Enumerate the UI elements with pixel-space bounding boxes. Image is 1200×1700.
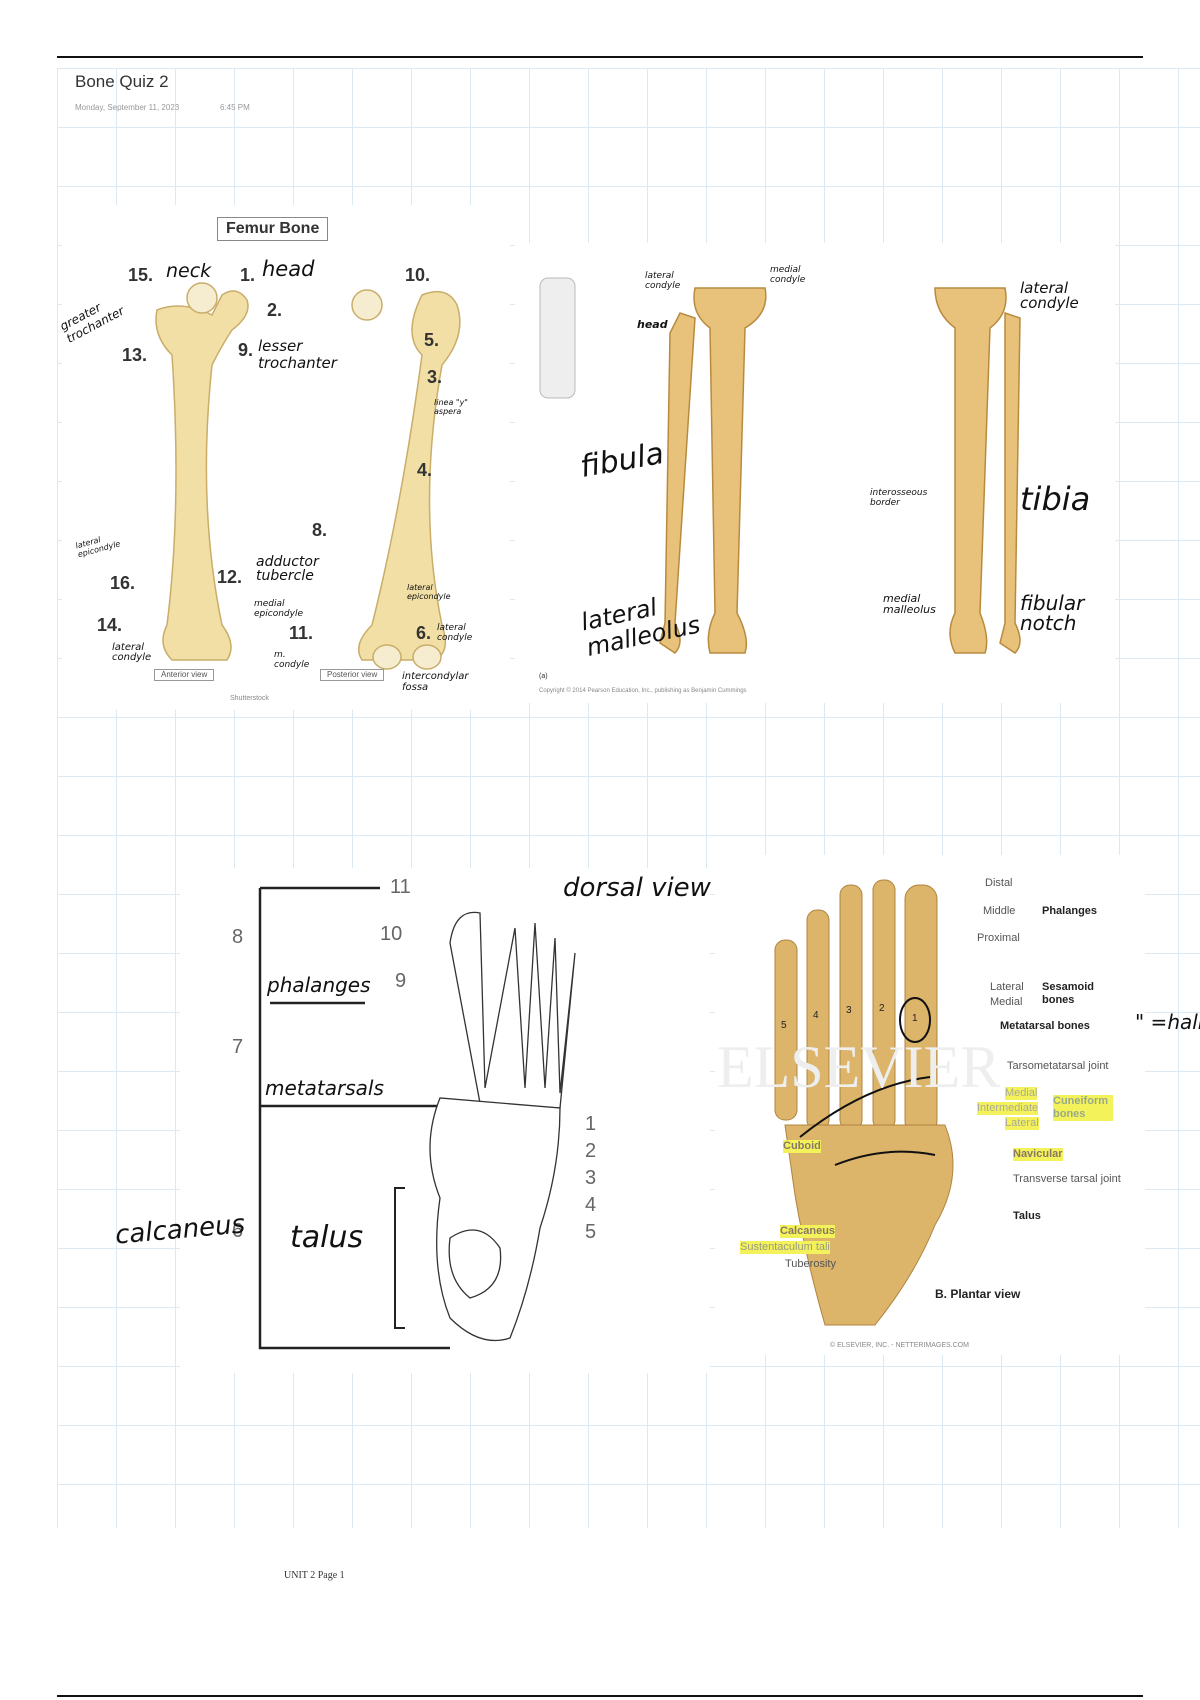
femur-number: 9. [238, 340, 254, 360]
toe-number: 9 [395, 970, 407, 992]
page-title: Bone Quiz 2 [75, 72, 169, 91]
bottom-rule [57, 1695, 1143, 1697]
femur-number: 1. [240, 265, 256, 285]
toe-number: 10 [380, 923, 403, 945]
note-head: head [262, 257, 315, 281]
tibia-fibula-drawing [539, 277, 1021, 654]
label-metatarsal-bones: Metatarsal bones [1000, 1020, 1090, 1032]
femur-credit: Shutterstock [230, 695, 269, 702]
label-navicular: Navicular [1013, 1148, 1063, 1161]
label-sesamoid-medial: Medial [990, 996, 1023, 1008]
label-tuberosity: Tuberosity [785, 1258, 836, 1270]
label-transverse-tarsal-joint: Transverse tarsal joint [1013, 1173, 1121, 1185]
left-number: 8 [232, 926, 244, 948]
page-footer: UNIT 2 Page 1 [284, 1570, 345, 1581]
dorsal-foot-drawing [258, 886, 576, 1350]
dorsal-foot-image: dorsal view 8 7 6 11 10 9 1 2 3 4 5 phal… [180, 868, 711, 1373]
panel-tag: (a) [539, 673, 548, 680]
tarsal-number: 4 [585, 1194, 597, 1216]
note-lateral-condyle: lateral condyle [112, 642, 152, 663]
label-calcaneus: Calcaneus [780, 1225, 836, 1238]
label-sesamoid-lateral: Lateral [990, 981, 1024, 993]
femur-image: Femur Bone 15. 1. 2. 13. 9. 10. 5. 3. 4.… [58, 205, 510, 710]
tarsal-number: 2 [585, 1140, 597, 1162]
femur-number: 13. [122, 345, 148, 365]
note-medial-condyle: m. condyle [274, 650, 310, 670]
metatarsal-number: 4 [813, 1010, 819, 1021]
femur-number: 2. [267, 300, 283, 320]
label-sesamoid-bones: Sesamoid bones [1042, 981, 1094, 1006]
note-intercondylar-fossa: intercondylar fossa [402, 671, 469, 693]
label-cuneiform-lateral: Lateral [1005, 1117, 1039, 1130]
femur-number: 8. [312, 520, 328, 540]
note-lateral-epicondyle-posterior: lateral epicondyle [407, 583, 451, 601]
label-middle: Middle [983, 905, 1016, 917]
tibia-copyright: Copyright © 2014 Pearson Education, Inc.… [539, 688, 747, 694]
femur-drawing [155, 282, 461, 670]
femur-number: 5. [424, 330, 440, 350]
posterior-view-label: Posterior view [320, 669, 385, 681]
note-phalanges: phalanges [267, 973, 371, 997]
label-talus: Talus [1013, 1210, 1041, 1222]
note-lateral-condyle-right: lateral condyle [1020, 279, 1079, 312]
note-neck: neck [166, 260, 212, 282]
femur-number: 4. [417, 460, 433, 480]
label-cuneiform-intermediate: Intermediate [977, 1102, 1039, 1115]
femur-number: 14. [97, 615, 123, 635]
top-rule [57, 56, 1143, 58]
toe-number: 11 [390, 876, 411, 898]
femur-number: 11. [289, 623, 314, 643]
metatarsal-number: 5 [781, 1020, 787, 1031]
metatarsal-number: 3 [846, 1005, 852, 1016]
label-phalanges: Phalanges [1042, 905, 1098, 917]
note-fibular-notch: fibular notch [1020, 591, 1085, 635]
femur-number: 3. [427, 367, 443, 387]
note-linea-aspera: linea "y" aspera [434, 398, 468, 416]
femur-title: Femur Bone [217, 217, 329, 241]
note-lesser-trochanter: lesser trochanter [258, 337, 337, 372]
dorsal-view-title: dorsal view [563, 873, 711, 903]
note-interosseous-border: interosseous border [870, 488, 928, 508]
tarsal-number: 1 [585, 1113, 597, 1135]
femur-number: 16. [110, 573, 136, 593]
tarsal-number: 5 [585, 1221, 597, 1243]
femur-number: 6. [416, 623, 432, 643]
plantar-copyright: © ELSEVIER, INC. - NETTERIMAGES.COM [830, 1342, 969, 1349]
note-lateral-condyle-posterior: lateral condyle [437, 623, 473, 643]
femur-number: 12. [217, 567, 243, 587]
note-metatarsals: metatarsals [265, 1076, 384, 1100]
note-adductor-tubercle: adductor tubercle [256, 554, 319, 584]
note-hallux: " =hallux [1135, 1010, 1200, 1034]
left-number: 7 [232, 1036, 244, 1058]
label-cuneiform-bones: Cuneiform bones [1053, 1095, 1113, 1121]
page-time: 6:45 PM [220, 103, 250, 112]
plantar-foot-image: ELSEVIER Distal Middle Proximal Phalange… [715, 855, 1145, 1355]
label-tarsometatarsal-joint: Tarsometatarsal joint [1007, 1060, 1109, 1072]
femur-number: 15. [128, 265, 154, 285]
label-cuneiform-medial: Medial [1005, 1087, 1038, 1100]
plantar-foot-drawing [774, 879, 954, 1326]
elsevier-watermark: ELSEVIER [717, 1034, 1001, 1100]
note-tibia: tibia [1020, 480, 1091, 518]
label-proximal: Proximal [977, 932, 1020, 944]
metatarsal-number: 2 [879, 1003, 885, 1014]
note-talus: talus [290, 1220, 364, 1255]
label-distal: Distal [985, 877, 1013, 889]
metatarsal-number: 1 [912, 1013, 918, 1024]
label-cuboid: Cuboid [783, 1140, 821, 1153]
anterior-view-label: Anterior view [154, 669, 215, 681]
label-sustentaculum-tali: Sustentaculum tali [740, 1241, 830, 1254]
note-lateral-condyle: lateral condyle [645, 271, 681, 291]
tibia-fibula-image: lateral condyle medial condyle head late… [515, 243, 1115, 703]
note-medial-condyle: medial condyle [770, 265, 806, 285]
note-head: head [637, 318, 668, 331]
note-medial-epicondyle: medial epicondyle [254, 599, 303, 619]
femur-number: 10. [405, 265, 431, 285]
plantar-view-caption: B. Plantar view [935, 1287, 1021, 1301]
page-date: Monday, September 11, 2023 [75, 103, 180, 112]
tarsal-number: 3 [585, 1167, 597, 1189]
left-number: 6 [232, 1220, 244, 1242]
note-medial-malleolus: medial malleolus [883, 592, 936, 616]
